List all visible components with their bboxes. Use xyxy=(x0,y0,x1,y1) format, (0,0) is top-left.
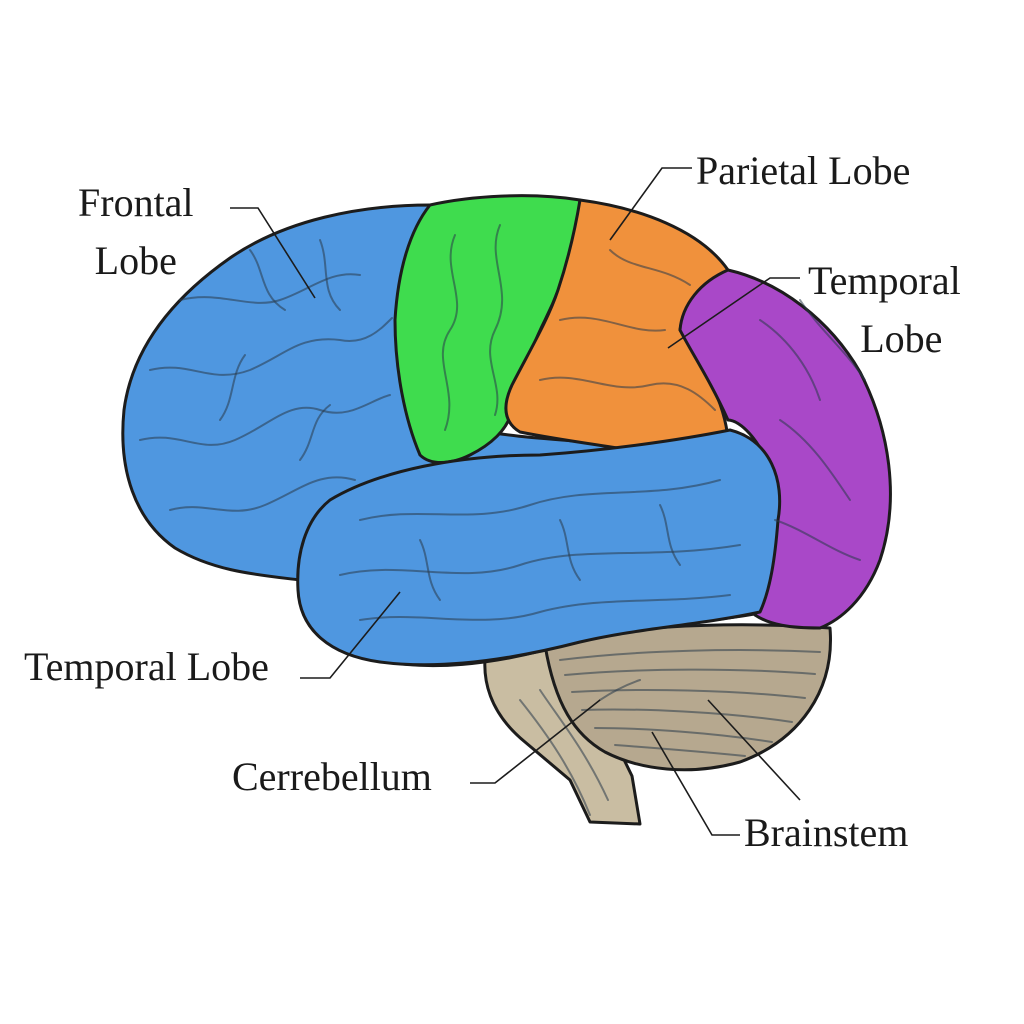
brainstem-label-text: Brainstem xyxy=(744,810,909,855)
parietal-lobe-label: Parietal Lobe xyxy=(696,142,910,200)
cerebellum-leader-line xyxy=(470,699,601,784)
frontal-leader-line xyxy=(230,207,316,299)
frontal-lobe-label-line2: Lobe xyxy=(94,238,177,283)
cerebellum-label: Cerrebellum xyxy=(232,748,432,806)
brainstem-leader-line xyxy=(651,731,740,836)
brainstem-label: Brainstem xyxy=(744,804,908,862)
temporal-lobe-upper-label: Temporal Lobe xyxy=(808,252,961,368)
brainstem-region xyxy=(483,638,642,826)
frontal-lobe-label: Frontal Lobe xyxy=(78,174,194,290)
parietal-lobe-label-text: Parietal Lobe xyxy=(696,148,911,193)
brain-folds xyxy=(139,224,866,621)
parietal-leader-line xyxy=(609,167,692,241)
temporal-lobe-upper-label-line1: Temporal xyxy=(808,258,961,303)
cerebellum-folia xyxy=(559,649,821,757)
temporal-lobe-upper-label-line2: Lobe xyxy=(860,316,943,361)
temporal-lobe-region xyxy=(296,428,782,667)
temporal-lobe-lower-label: Temporal Lobe xyxy=(24,638,269,696)
leader-lines xyxy=(230,167,801,836)
occipital-lobe-region xyxy=(678,268,892,630)
temporal-lobe-lower-label-text: Temporal Lobe xyxy=(24,644,269,689)
temporal-upper-leader-line xyxy=(667,277,800,349)
frontal-lobe-label-line1: Frontal xyxy=(78,180,194,225)
cerebellum-region xyxy=(543,623,832,772)
brainstem-second-leader-line xyxy=(707,699,801,801)
cerebellum-label-text: Cerrebellum xyxy=(232,754,432,799)
temporal-lower-leader-line xyxy=(300,591,401,679)
